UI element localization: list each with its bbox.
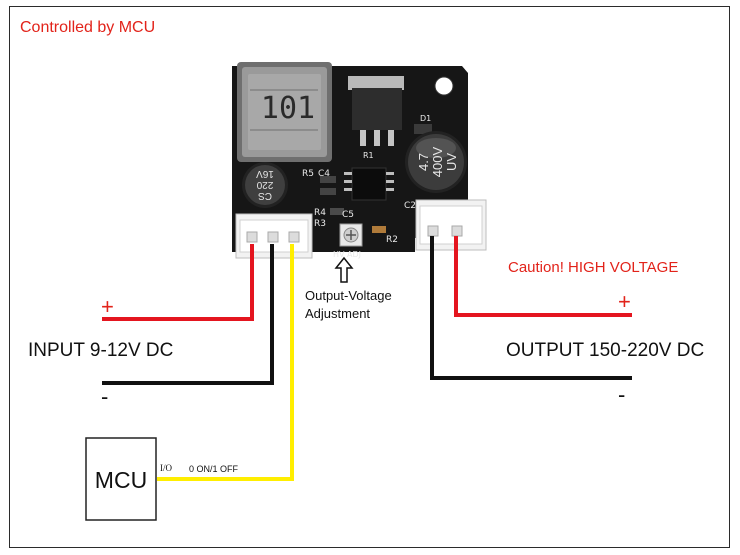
mcu-box [85,437,157,521]
output-label: OUTPUT 150-220V DC [506,340,704,361]
controlled-by-mcu-label: Controlled by MCU [20,19,155,36]
capacitor-small: CS 220 16V [242,162,288,208]
smd-resistor [330,208,344,215]
control-wire [157,244,294,481]
adjustment-label-line1: Output-Voltage [305,288,392,303]
r1-label: R1 [363,151,374,160]
smd-resistor [320,188,336,195]
input-label: INPUT 9-12V DC [28,340,173,361]
mcu-label: MCU [95,467,147,493]
r3-label: R3 [314,219,326,229]
c5-label: C5 [342,210,354,220]
cap-small-value: 220 [256,179,273,190]
trim-potentiometer[interactable] [339,223,363,247]
input-plus-sign: + [101,294,114,319]
input-negative-wire [102,244,274,385]
cap-small-voltage: 16V [256,168,274,179]
r4-label: R4 [314,208,326,218]
on-off-label: 0 ON/1 OFF [189,464,239,474]
controller-ic [344,167,394,201]
r5-label: R5 [302,169,314,179]
smd-capacitor [372,226,386,233]
smd-resistor [320,176,336,183]
inductor-marking: 101 [261,91,315,126]
c4-label: C4 [318,169,330,179]
cap-big-series: UV [444,153,459,171]
cap-small-series: CS [258,190,272,201]
adjustment-label-line2: Adjustment [305,306,370,321]
input-positive-wire [102,244,254,321]
hv-module-board: 101 D1 R1 4.7 400V UV [232,62,487,259]
hv-adj-label: HV ADJ [333,250,361,259]
input-minus-sign: - [101,384,108,409]
r2-label: R2 [386,235,398,245]
output-connector [415,199,487,251]
inductor: 101 [237,62,332,162]
output-plus-sign: + [618,289,631,314]
d1-label: D1 [420,114,431,123]
output-negative-wire [430,236,632,380]
mosfet [348,76,404,146]
capacitor-big: 4.7 400V UV [405,131,467,193]
cap-big-voltage: 400V [430,146,445,177]
adjustment-arrow-icon [334,256,354,283]
mounting-hole [434,76,454,96]
output-minus-sign: - [618,382,625,407]
output-positive-wire [454,236,632,317]
diode [414,124,432,134]
c2-label: C2 [404,201,416,211]
caution-label: Caution! HIGH VOLTAGE [508,259,678,276]
cap-big-value: 4.7 [416,153,431,171]
io-label: I/O [160,463,172,473]
